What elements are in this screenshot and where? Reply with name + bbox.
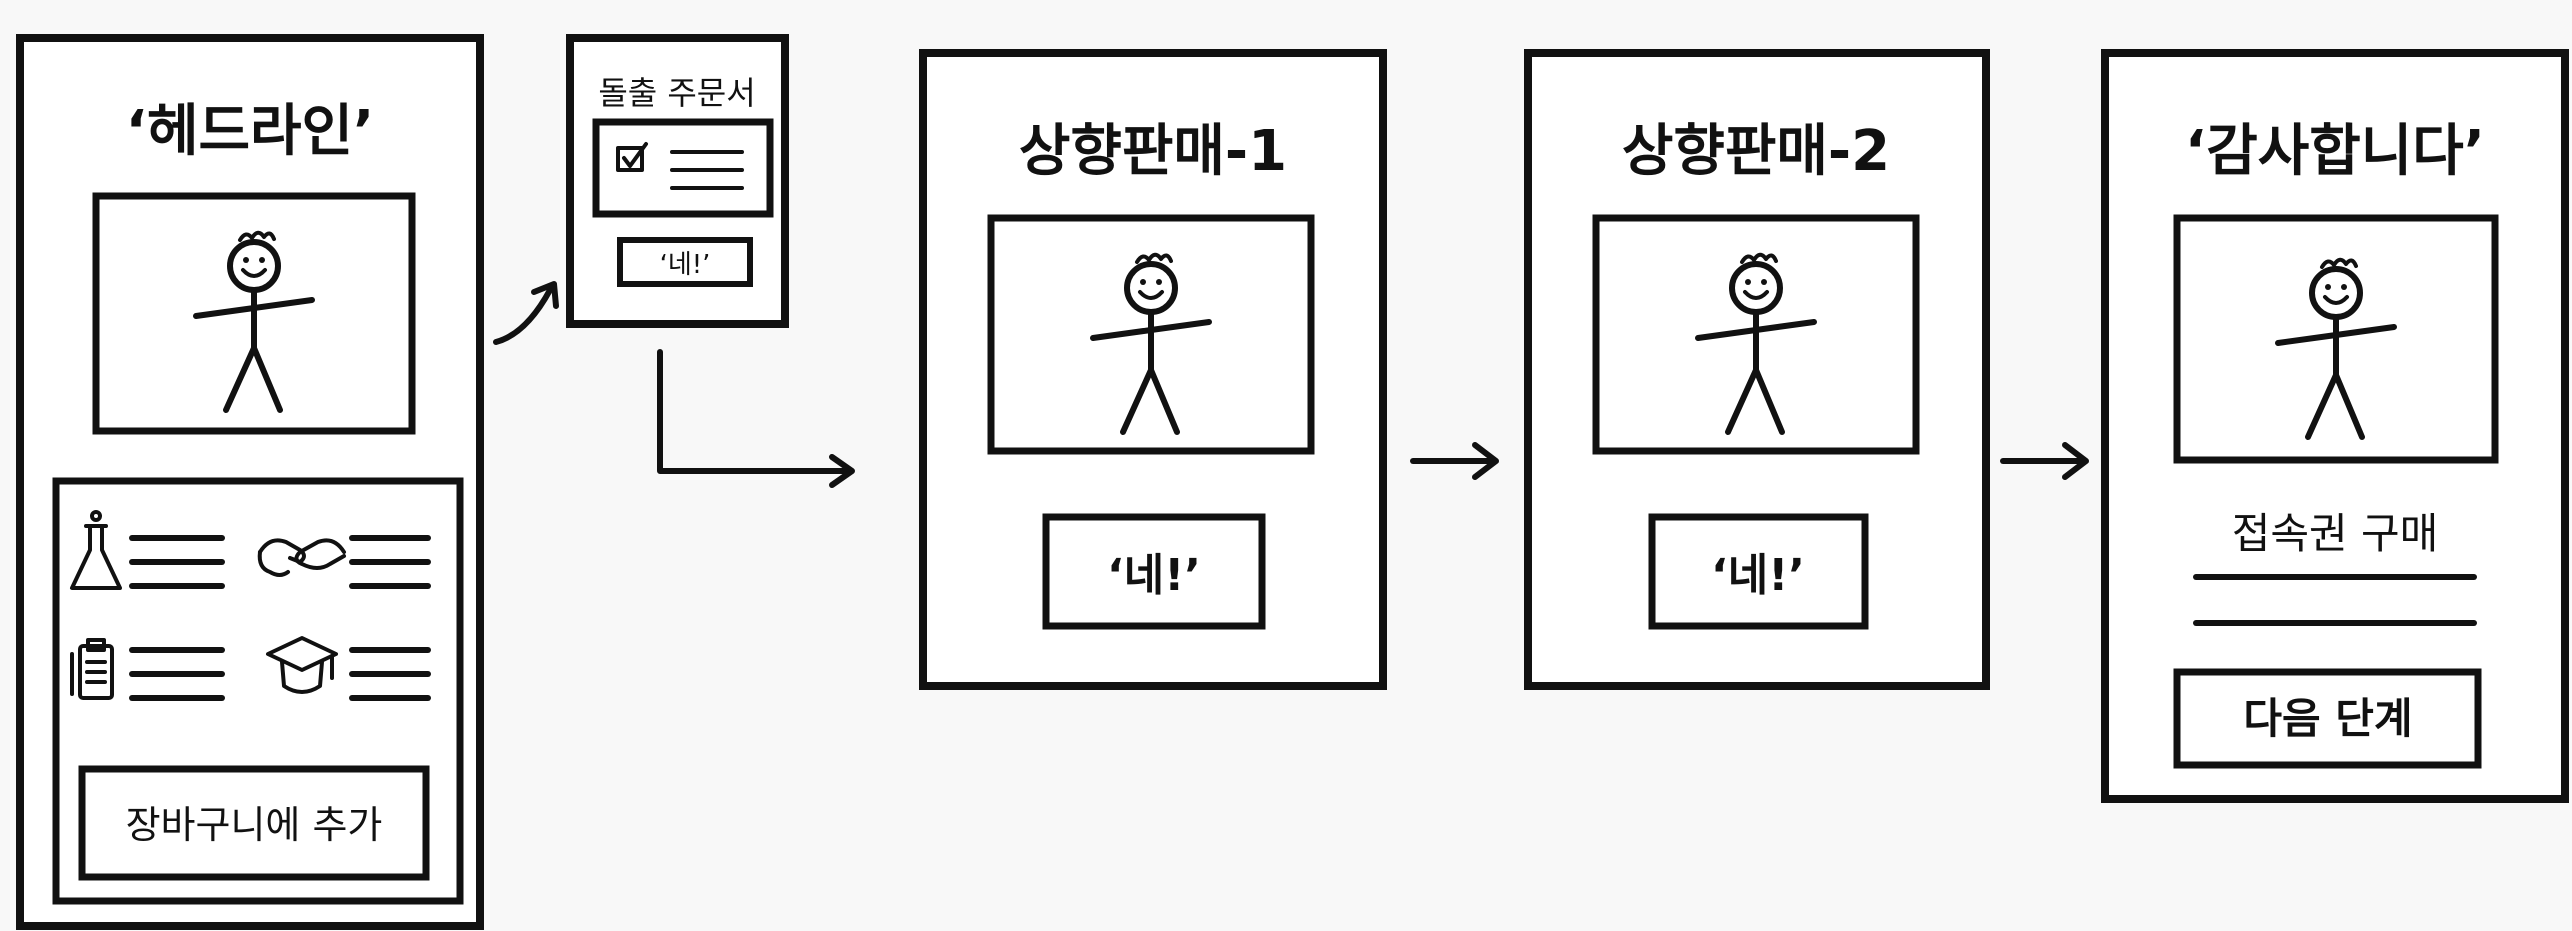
- upsell-2-yes-button[interactable]: ‘네!’: [1648, 513, 1869, 630]
- feature-lines-4: [349, 647, 431, 701]
- upsell-1-yes-button[interactable]: ‘네!’: [1042, 513, 1266, 630]
- next-step-button[interactable]: 다음 단계: [2173, 668, 2482, 769]
- confirmation-lines: [2193, 574, 2477, 626]
- upsell-2-yes-label: ‘네!’: [1711, 550, 1805, 601]
- upsell-2-image: [1592, 214, 1920, 455]
- order-form-title: 돌출 주문서: [598, 74, 755, 112]
- thank-you-panel: ‘감사합니다’ 접속권 구매 다음 단계: [2101, 49, 2569, 803]
- thank-you-title: ‘감사합니다’: [2185, 119, 2485, 184]
- add-to-cart-label: 장바구니에 추가: [126, 803, 383, 847]
- next-step-label: 다음 단계: [2243, 694, 2412, 743]
- arrow-landing-to-order: [493, 281, 559, 345]
- feature-lines-3: [129, 647, 225, 701]
- arrow-upsell2-to-thankyou: [2000, 442, 2089, 480]
- access-purchase-label: 접속권 구매: [2232, 509, 2439, 558]
- graduation-cap-icon: [266, 636, 338, 694]
- feature-lines-2: [349, 535, 431, 589]
- upsell-1-title: 상향판매-1: [1019, 119, 1287, 184]
- flask-icon: [70, 510, 122, 590]
- arrow-upsell1-to-upsell2: [1410, 442, 1499, 480]
- upsell-1-yes-label: ‘네!’: [1107, 550, 1201, 601]
- arrow-order-to-upsell1: [657, 349, 855, 488]
- features-box: 장바구니에 추가: [52, 477, 464, 905]
- landing-headline: ‘헤드라인’: [126, 99, 375, 164]
- thank-you-image: [2173, 214, 2499, 464]
- handshake-icon: [257, 538, 346, 577]
- feature-lines-1: [129, 535, 225, 589]
- upsell-2-panel: 상향판매-2 ‘네!’: [1524, 49, 1990, 690]
- upsell-2-title: 상향판매-2: [1622, 119, 1890, 184]
- landing-hero-image: [92, 192, 416, 435]
- order-yes-button[interactable]: ‘네!’: [617, 237, 753, 287]
- upsell-1-image: [987, 214, 1315, 455]
- checkbox-icon: [616, 142, 648, 172]
- landing-panel: ‘헤드라인’: [16, 34, 484, 930]
- order-form-panel: 돌출 주문서 ‘네!’: [566, 34, 789, 328]
- upsell-1-panel: 상향판매-1 ‘네!’: [919, 49, 1387, 690]
- order-yes-label: ‘네!’: [660, 250, 711, 280]
- order-form-fields: [592, 118, 774, 218]
- clipboard-icon: [70, 638, 114, 700]
- add-to-cart-button[interactable]: 장바구니에 추가: [78, 765, 430, 881]
